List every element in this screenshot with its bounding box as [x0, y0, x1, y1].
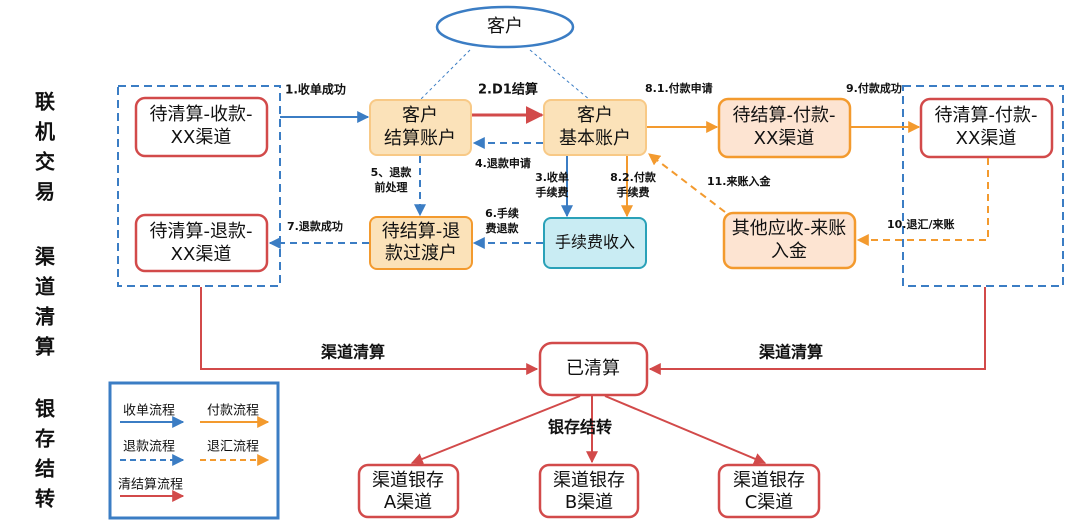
right-channel-group	[902, 85, 1064, 287]
section-bank-transfer: 银 存 结 转	[35, 397, 56, 511]
label-fee-refund-1: 6.手续	[485, 206, 519, 220]
section-char: 清	[35, 305, 55, 329]
section-char: 机	[35, 120, 55, 144]
svg-text:入金: 入金	[771, 241, 807, 262]
section-char: 结	[35, 457, 55, 481]
svg-text:XX渠道: XX渠道	[956, 128, 1017, 149]
node-bank-b: 渠道银存 B渠道	[538, 463, 640, 519]
legend-clearing-label: 清结算流程	[118, 478, 183, 493]
arrow-bank-a	[410, 395, 581, 465]
label-refund-pre-1: 5、退款	[371, 165, 413, 179]
svg-text:待结算-退: 待结算-退	[382, 221, 461, 242]
svg-text:其他应收-来账: 其他应收-来账	[732, 218, 847, 239]
section-char: 交	[35, 150, 55, 174]
label-incoming-funds: 11.来账入金	[707, 174, 771, 188]
label-remit-back: 10.退汇/来账	[887, 217, 955, 231]
section-char: 银	[35, 397, 56, 421]
svg-text:XX渠道: XX渠道	[754, 128, 815, 149]
label-collect-fee-1: 3.收单	[535, 170, 569, 184]
section-char: 易	[35, 180, 55, 204]
section-char: 道	[35, 275, 55, 299]
svg-text:客户: 客户	[577, 105, 613, 126]
svg-text:渠道银存: 渠道银存	[553, 470, 625, 491]
arrow-bank-c	[604, 395, 767, 465]
label-d1-settle: 2.D1结算	[478, 82, 538, 98]
svg-text:基本账户: 基本账户	[559, 128, 631, 149]
svg-text:客户: 客户	[402, 105, 438, 126]
svg-text:渠道银存: 渠道银存	[733, 470, 805, 491]
svg-text:A渠道: A渠道	[384, 492, 432, 513]
left-channel-group	[117, 85, 281, 287]
node-settle-account: 客户 结算账户	[369, 99, 472, 156]
node-refund-transit: 待结算-退 款过渡户	[369, 216, 473, 270]
svg-text:XX渠道: XX渠道	[171, 244, 232, 265]
arrow-incoming-funds	[648, 153, 726, 213]
label-pay-apply: 8.1.付款申请	[645, 81, 713, 95]
label-refund-success: 7.退款成功	[287, 219, 343, 233]
node-bank-a: 渠道银存 A渠道	[357, 463, 460, 519]
legend-refund-label: 退款流程	[123, 440, 175, 455]
svg-text:渠道银存: 渠道银存	[372, 470, 444, 491]
customer-node	[435, 5, 575, 49]
svg-text:款过渡户: 款过渡户	[385, 243, 457, 264]
section-channel-clearing: 渠 道 清 算	[35, 245, 56, 359]
svg-text:待结算-付款-: 待结算-付款-	[733, 105, 836, 126]
label-clear-right: 渠道清算	[759, 343, 823, 362]
arrow-clear-left	[200, 287, 539, 375]
svg-text:B渠道: B渠道	[565, 492, 613, 513]
section-char: 联	[35, 90, 55, 114]
section-char: 存	[35, 427, 55, 451]
svg-text:XX渠道: XX渠道	[171, 127, 232, 148]
label-fee-refund-2: 费退款	[486, 221, 520, 235]
label-bank-transfer: 银存结转	[548, 418, 612, 437]
svg-text:待清算-收款-: 待清算-收款-	[150, 104, 253, 125]
section-char: 渠	[35, 245, 56, 269]
svg-text:手续费收入: 手续费收入	[555, 233, 635, 252]
legend-remit-label: 退汇流程	[207, 440, 259, 455]
section-char: 算	[35, 335, 55, 359]
svg-text:待清算-退款-: 待清算-退款-	[150, 221, 253, 242]
customer-link-left	[419, 49, 471, 101]
svg-text:已清算: 已清算	[566, 358, 620, 379]
node-basic-account: 客户 基本账户	[543, 99, 647, 156]
arrow-remit-back	[856, 158, 989, 246]
customer-link-right	[529, 49, 591, 101]
label-refund-apply: 4.退款申请	[475, 156, 531, 170]
label-pay-fee-1: 8.2.付款	[610, 170, 657, 184]
svg-text:C渠道: C渠道	[745, 492, 794, 513]
node-fee-income: 手续费收入	[543, 217, 647, 269]
legend: 收单流程 付款流程 退款流程 退汇流程 清结算流程	[108, 381, 280, 520]
label-pay-success: 9.付款成功	[846, 81, 902, 95]
customer-label: 客户	[487, 16, 523, 37]
section-online-trading: 联 机 交 易	[35, 90, 55, 204]
arrow-clear-right	[648, 287, 986, 375]
label-pay-fee-2: 手续费	[617, 185, 650, 199]
node-pending-pay-clear: 待清算-付款- XX渠道	[919, 97, 1054, 159]
node-cleared: 已清算	[538, 341, 649, 397]
node-bank-c: 渠道银存 C渠道	[717, 463, 821, 519]
node-pending-collect: 待清算-收款- XX渠道	[134, 96, 269, 158]
section-char: 转	[35, 487, 55, 511]
legend-payment-label: 付款流程	[207, 404, 259, 419]
svg-text:结算账户: 结算账户	[384, 128, 456, 149]
label-collect-fee-2: 手续费	[536, 185, 569, 199]
node-pending-refund: 待清算-退款- XX渠道	[134, 213, 269, 273]
label-clear-left: 渠道清算	[321, 343, 385, 362]
label-refund-pre-2: 前处理	[375, 180, 408, 194]
svg-text:待清算-付款-: 待清算-付款-	[935, 105, 1038, 126]
legend-collect-label: 收单流程	[123, 404, 175, 419]
label-collect-success: 1.收单成功	[285, 82, 346, 97]
node-other-receivable: 其他应收-来账 入金	[722, 211, 857, 270]
node-pending-pay-settle: 待结算-付款- XX渠道	[717, 97, 852, 159]
